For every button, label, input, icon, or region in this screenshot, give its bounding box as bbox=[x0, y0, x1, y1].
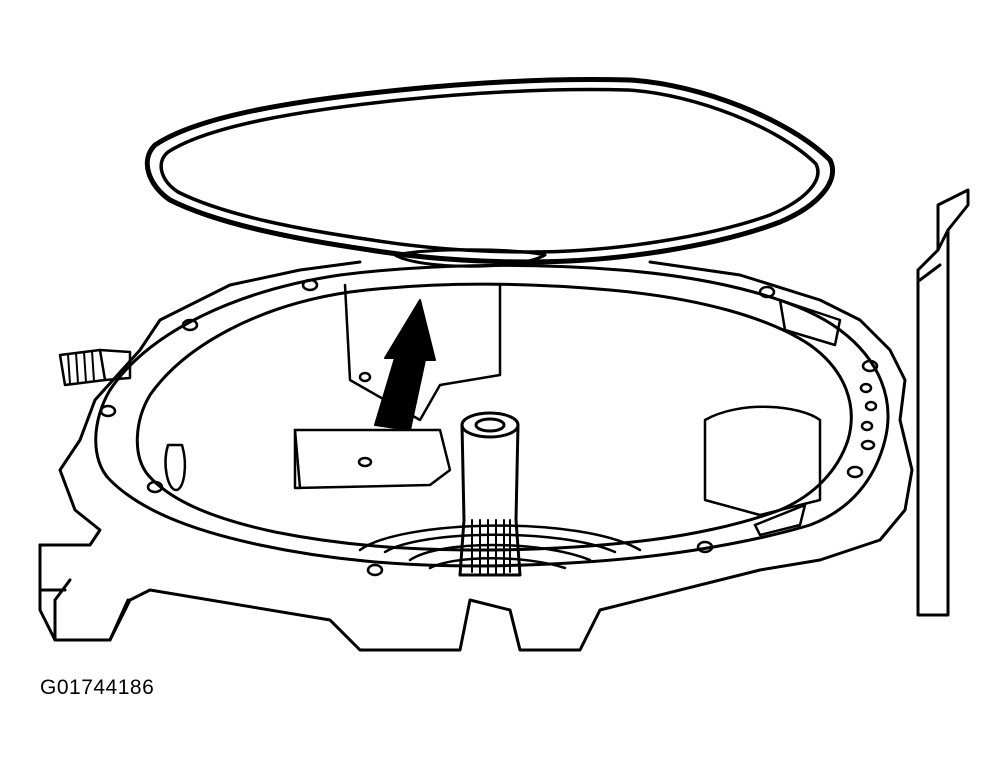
gasket bbox=[144, 76, 835, 268]
side-fitting bbox=[58, 348, 132, 387]
figure-id-label: G01744186 bbox=[40, 676, 155, 699]
housing-cavity bbox=[164, 283, 822, 517]
housing-flange bbox=[94, 263, 890, 568]
housing-body bbox=[38, 188, 970, 652]
removal-arrow-icon bbox=[374, 299, 436, 431]
right-slot bbox=[753, 298, 842, 537]
output-shaft bbox=[458, 411, 522, 577]
bolt-holes bbox=[99, 278, 879, 577]
shaft-bearing-rings bbox=[358, 524, 642, 570]
